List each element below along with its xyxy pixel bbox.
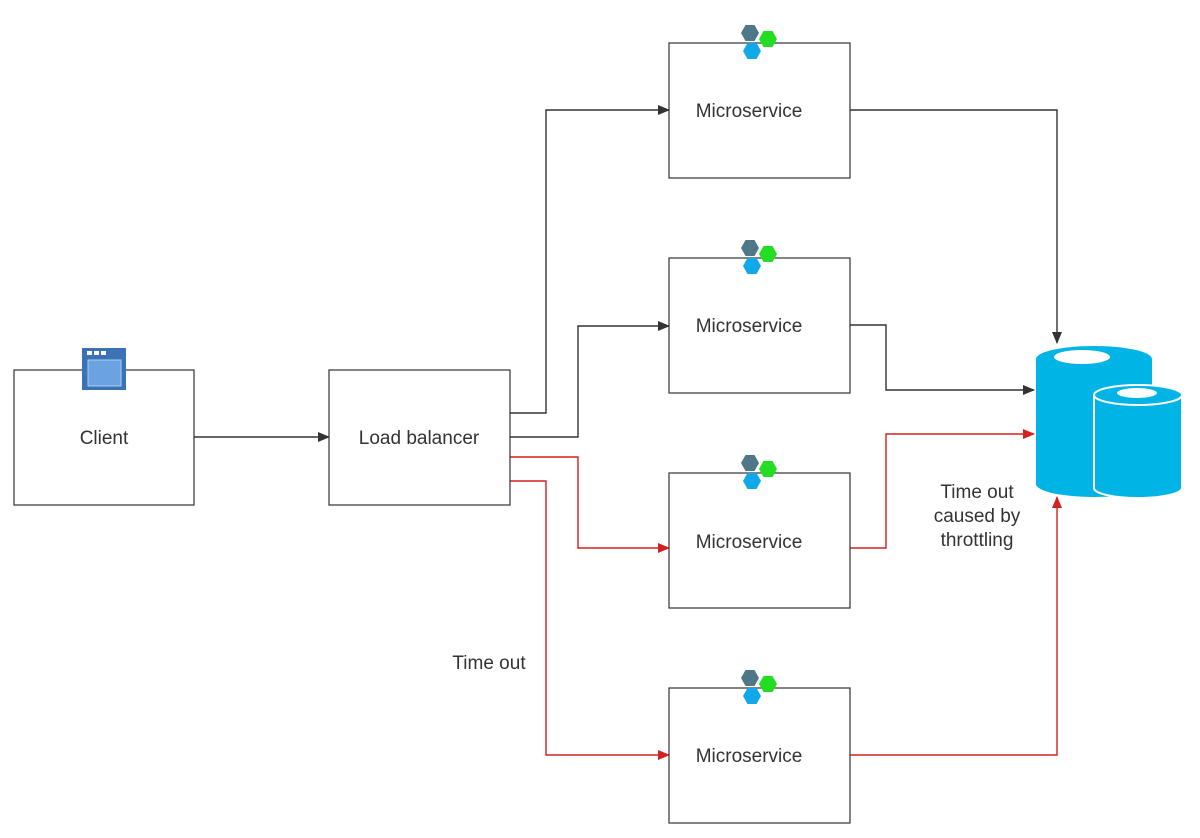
load-balancer-node: Load balancer <box>328 369 511 506</box>
hexagon-cluster-icon <box>741 240 777 274</box>
load-balancer-box <box>328 369 511 506</box>
ms3-to-db-arrow <box>850 429 1035 549</box>
throttling-annotation: Time out caused by throttling <box>934 482 1021 551</box>
client-box <box>13 369 195 506</box>
microservice-label: Microservice <box>696 532 803 553</box>
microservice-box <box>668 42 851 179</box>
time-out-label: Time out <box>452 653 526 674</box>
microservice-box <box>668 687 851 824</box>
database-icon <box>1036 346 1183 499</box>
microservice-node-3: Microservice <box>668 455 851 609</box>
hexagon-cluster-icon <box>741 670 777 704</box>
microservice-label: Microservice <box>696 746 803 767</box>
microservice-node-1: Microservice <box>668 25 851 179</box>
throttling-line-2: caused by <box>934 506 1021 527</box>
microservice-box <box>668 257 851 394</box>
lb-to-ms1-arrow <box>510 105 670 414</box>
throttling-line-3: throttling <box>941 530 1014 551</box>
hexagon-cluster-icon <box>741 455 777 489</box>
ms4-to-db-arrow <box>850 496 1062 756</box>
throttling-line-1: Time out <box>940 482 1014 503</box>
microservice-node-2: Microservice <box>668 240 851 394</box>
window-icon <box>82 348 126 390</box>
client-label: Client <box>80 428 129 449</box>
lb-to-ms2-arrow <box>510 321 670 438</box>
hexagon-cluster-icon <box>741 25 777 59</box>
client-node: Client <box>13 348 195 506</box>
load-balancer-label: Load balancer <box>359 428 480 449</box>
microservice-node-4: Microservice <box>668 670 851 824</box>
lb-to-ms4-arrow <box>510 480 670 760</box>
microservice-label: Microservice <box>696 316 803 337</box>
lb-to-ms3-arrow <box>510 456 670 553</box>
ms2-to-db-arrow <box>850 324 1035 395</box>
microservice-box <box>668 472 851 609</box>
microservice-label: Microservice <box>696 101 803 122</box>
ms1-to-db-arrow <box>850 109 1062 344</box>
